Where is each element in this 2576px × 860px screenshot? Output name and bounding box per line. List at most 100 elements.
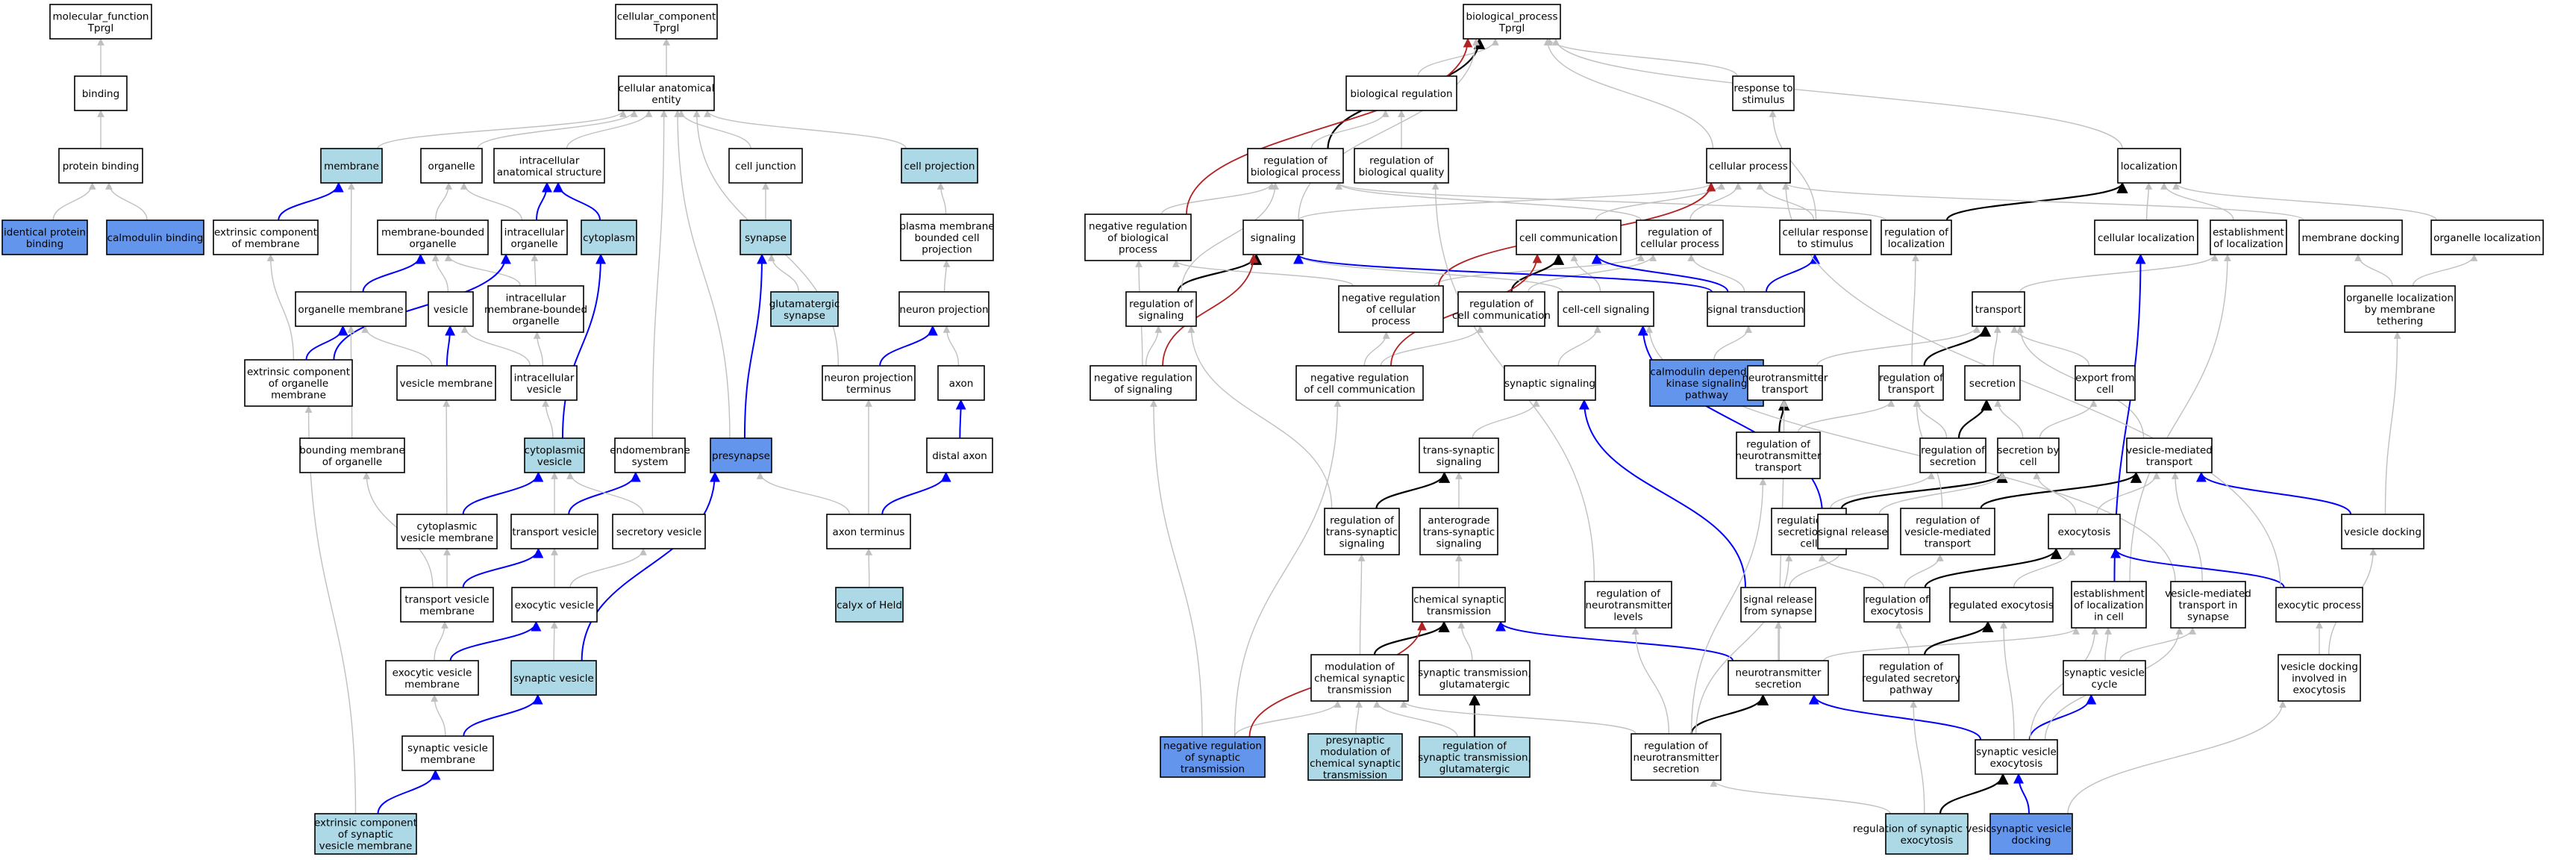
- node-vesmem[interactable]: vesicle membrane: [396, 365, 496, 401]
- node-protbind[interactable]: protein binding: [58, 148, 143, 184]
- node-cellcomm[interactable]: cell communication: [1516, 219, 1622, 255]
- node-calmod[interactable]: calmodulin binding: [106, 219, 204, 255]
- node-distalaxon[interactable]: distal axon: [926, 437, 993, 473]
- node-bioreg[interactable]: biological regulation: [1345, 75, 1457, 111]
- node-vesdock[interactable]: vesicle docking: [2341, 514, 2425, 549]
- node-orgloc[interactable]: organelle localization: [2430, 219, 2544, 255]
- node-organelle[interactable]: organelle: [420, 148, 483, 184]
- node-axon[interactable]: axon: [937, 365, 985, 401]
- node-calyx[interactable]: calyx of Held: [835, 587, 904, 623]
- node-secves[interactable]: secretory vesicle: [612, 514, 706, 549]
- node-exoproc[interactable]: exocytic process: [2275, 587, 2363, 623]
- node-cytoplasm[interactable]: cytoplasm: [581, 219, 637, 255]
- node-sigtrans[interactable]: signal transduction: [1707, 291, 1805, 327]
- node-cellproj[interactable]: cell projection: [901, 148, 978, 184]
- node-transves[interactable]: transport vesicle: [510, 514, 598, 549]
- node-secretion[interactable]: secretion: [1964, 365, 2021, 401]
- node-cellloc[interactable]: cellular localization: [2094, 219, 2198, 255]
- node-axonterm[interactable]: axon terminus: [826, 514, 911, 549]
- node-synsig[interactable]: synaptic signaling: [1504, 365, 1596, 401]
- node-localization[interactable]: localization: [2117, 148, 2181, 184]
- node-synves[interactable]: synaptic vesicle: [510, 660, 597, 696]
- node-regexo[interactable]: regulated exocytosis: [1949, 587, 2054, 623]
- node-stg[interactable]: synaptic transmission,glutamatergic: [1418, 660, 1531, 696]
- node-orgmem[interactable]: organelle membrane: [295, 291, 407, 327]
- node-synapse[interactable]: synapse: [740, 219, 792, 255]
- node-presyn[interactable]: presynapse: [710, 437, 772, 473]
- node-exoves[interactable]: exocytic vesicle: [511, 587, 598, 623]
- node-membrane[interactable]: membrane: [320, 148, 383, 184]
- node-signaling[interactable]: signaling: [1242, 219, 1304, 255]
- node-memdock[interactable]: membrane docking: [2298, 219, 2403, 255]
- node-transport[interactable]: transport: [1972, 291, 2025, 327]
- node-binding[interactable]: binding: [74, 75, 128, 111]
- node-celljunction[interactable]: cell junction: [728, 148, 803, 184]
- node-cellproc[interactable]: cellular process: [1706, 148, 1791, 184]
- node-neuronproj[interactable]: neuron projection: [898, 291, 990, 327]
- node-vesicle[interactable]: vesicle: [428, 291, 474, 327]
- node-sigrel[interactable]: signal release: [1817, 514, 1889, 549]
- node-exocytosis[interactable]: exocytosis: [2048, 514, 2121, 549]
